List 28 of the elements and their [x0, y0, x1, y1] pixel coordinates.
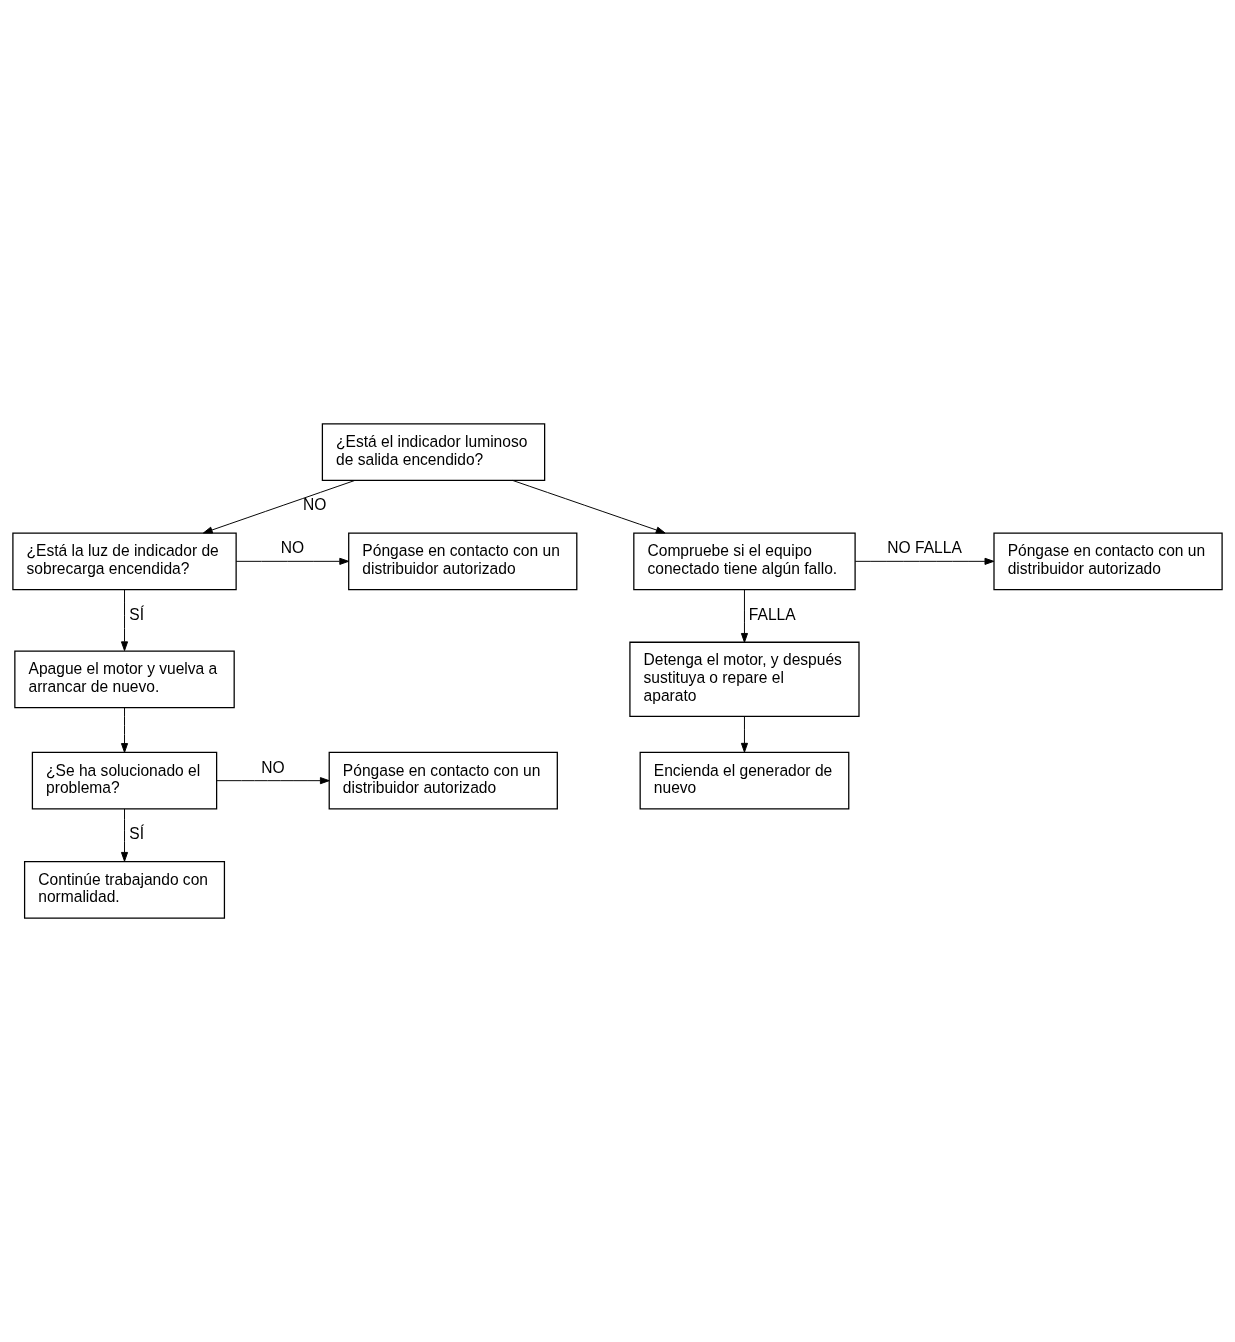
node-box: Continúe trabajando con normalidad. [23, 860, 226, 919]
arrow [740, 715, 748, 753]
edge-label: NO [261, 758, 285, 776]
arrow [120, 707, 129, 753]
node-box: Póngase en contacto con un distribuidor autorizado [328, 751, 558, 810]
edge-label: NO [280, 539, 305, 557]
node-box: Apague el motor y vuelva a arrancar de nuevo. [14, 650, 235, 709]
edge-label: NO [302, 496, 327, 514]
arrow [120, 808, 129, 862]
edge-label: FALLA [748, 605, 796, 623]
arrow [235, 557, 350, 565]
node-box: Compruebe si el equipo conectado tiene algún fallo. [633, 532, 856, 591]
arrow [740, 589, 748, 643]
node-box: Detenga el motor, y después sustituya o repare el aparato [629, 641, 860, 717]
arrow [512, 480, 666, 534]
node-box: ¿Está la luz de indicador de sobrecarga encendida? [12, 532, 237, 591]
edge-label: NO FALLA [887, 539, 962, 557]
node-box: Póngase en contacto con un distribuidor autorizado [348, 532, 578, 591]
arrow [216, 777, 330, 785]
arrow [854, 557, 995, 565]
edge-label: SÍ [129, 824, 145, 842]
node-box: ¿Está el indicador luminoso de salida encendido? [321, 423, 546, 482]
arrow [202, 480, 356, 534]
node-box: Encienda el generador de nuevo [639, 751, 850, 810]
arrow [120, 589, 129, 652]
node-box: Póngase en contacto con un distribuidor autorizado [993, 532, 1223, 591]
edge-label: SÍ [129, 605, 145, 623]
node-box: ¿Se ha solucionado el problema? [31, 751, 218, 810]
